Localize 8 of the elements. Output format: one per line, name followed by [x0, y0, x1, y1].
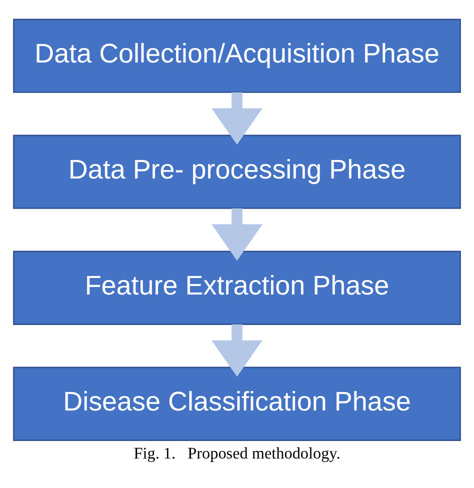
- caption: Fig. 1. Proposed methodology.: [134, 446, 340, 463]
- node-box: Data Collection/Acquisition Phase: [13, 18, 461, 93]
- arrow: [212, 324, 262, 377]
- node-box: Feature Extraction Phase: [13, 250, 461, 325]
- node-box: Data Pre- processing Phase: [13, 134, 461, 209]
- node-box: Disease Classification Phase: [13, 366, 461, 441]
- arrow: [212, 208, 262, 261]
- arrow: [212, 92, 262, 145]
